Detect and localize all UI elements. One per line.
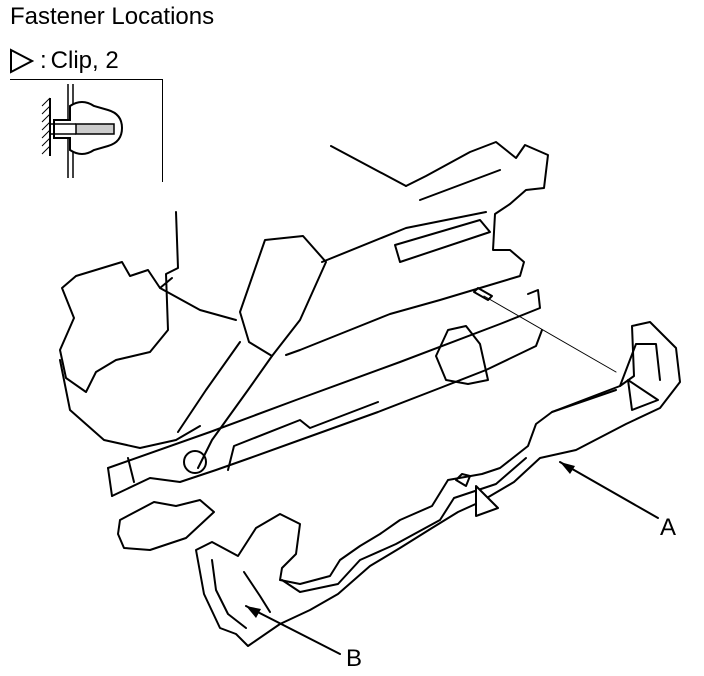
carpet-fold-2 bbox=[159, 287, 237, 321]
side-cover-step bbox=[281, 457, 527, 593]
riser-bracket bbox=[435, 325, 489, 385]
callout-a: A bbox=[660, 514, 677, 541]
seat-cushion-inner bbox=[394, 169, 501, 263]
clip-triangle-icon bbox=[10, 48, 34, 74]
track-rail-web bbox=[107, 401, 379, 497]
callout-b: B bbox=[346, 645, 363, 672]
callout-a-leader bbox=[559, 461, 659, 519]
track-rail-foot bbox=[117, 499, 215, 551]
clip-marker-icon bbox=[475, 485, 499, 517]
seat-cushion-outline bbox=[285, 141, 549, 356]
track-rail-upper bbox=[107, 289, 541, 469]
track-rail-lower bbox=[111, 329, 543, 497]
buckle-strap bbox=[177, 341, 273, 469]
legend-label: Clip, 2 bbox=[50, 47, 119, 74]
cover-leader-line bbox=[330, 145, 407, 187]
buckle-pivot bbox=[183, 450, 207, 474]
callout-a-arrowhead bbox=[560, 462, 575, 474]
callout-b-leader bbox=[245, 605, 341, 655]
clip-legend: : Clip, 2 bbox=[8, 46, 119, 76]
clip-detail-inset bbox=[10, 79, 163, 182]
page-title: Fastener Locations bbox=[10, 3, 215, 30]
clip-detail-illustration bbox=[41, 84, 124, 178]
clip-hidden-line bbox=[483, 295, 617, 373]
side-cover-tab bbox=[455, 473, 471, 487]
buckle-stalk bbox=[239, 235, 327, 357]
side-cover-outline bbox=[195, 321, 681, 647]
carpet-outline bbox=[59, 211, 179, 393]
track-slot bbox=[473, 287, 493, 301]
carpet-fold bbox=[59, 359, 201, 449]
legend-separator: : bbox=[40, 47, 47, 74]
clip-marker-icon bbox=[627, 379, 659, 411]
callout-b-arrowhead bbox=[246, 606, 261, 618]
seat-cushion-edge bbox=[321, 211, 487, 263]
side-cover-rim bbox=[211, 343, 661, 629]
